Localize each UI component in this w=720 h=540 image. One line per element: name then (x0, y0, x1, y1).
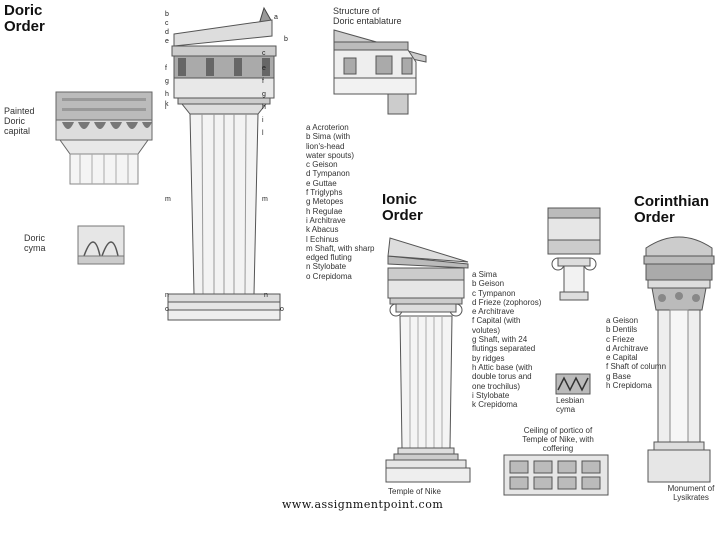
doric-left-letters: b c d e (165, 11, 169, 45)
ionic-title: Ionic Order (382, 191, 423, 224)
ionic-column-elevation (385, 237, 471, 483)
ionic-legend: a Sima b Geison c Tympanon d Frieze (zop… (472, 270, 542, 410)
ceiling-coffering-drawing (503, 454, 609, 496)
ionic-entablature-detail (547, 207, 601, 301)
doric-letter-n: n (165, 292, 169, 299)
doric-left-letters-mid: f g h i (165, 65, 169, 111)
painted-doric-capital-drawing (55, 91, 153, 185)
doric-letter-o: o (165, 306, 169, 313)
doric-title: Doric Order (4, 2, 45, 35)
doric-cyma-caption: Doric cyma (24, 233, 46, 253)
doric-letter-n-right: n (264, 292, 268, 299)
doric-letter-a-right: a (274, 14, 278, 21)
lesbian-cyma-caption: Lesbian cyma (556, 396, 585, 414)
doric-letter-k: k (165, 101, 169, 108)
corinthian-column-elevation (643, 236, 715, 483)
doric-entablature-title: Structure of Doric entablature (333, 6, 402, 26)
doric-letter-c-right: c (262, 50, 266, 57)
site-url-footer[interactable]: www.assignmentpoint.com (282, 498, 444, 511)
lysikrates-caption: Monument of Lysikrates (667, 484, 715, 502)
doric-letter-m: m (165, 196, 171, 203)
doric-letter-b-right: b (284, 36, 288, 43)
doric-letter-o-right: o (280, 306, 284, 313)
corinthian-title: Corinthian Order (634, 193, 709, 226)
ceiling-caption: Ceiling of portico of Temple of Nike, wi… (522, 426, 594, 453)
corinthian-legend: a Geison b Dentils c Frieze d Architrave… (606, 316, 667, 391)
lesbian-cyma-drawing (555, 373, 591, 395)
doric-cyma-drawing (77, 225, 125, 265)
temple-of-nike-caption: Temple of Nike (388, 487, 441, 496)
painted-doric-capital-caption: Painted Doric capital (4, 106, 35, 136)
doric-letter-m-right: m (262, 196, 268, 203)
doric-column-elevation (167, 6, 281, 321)
doric-entablature-drawing (333, 29, 427, 115)
doric-right-letters-mid: e f g h i l (262, 65, 266, 137)
doric-legend: a Acroterion b Sima (with lion's-head wa… (306, 123, 375, 281)
